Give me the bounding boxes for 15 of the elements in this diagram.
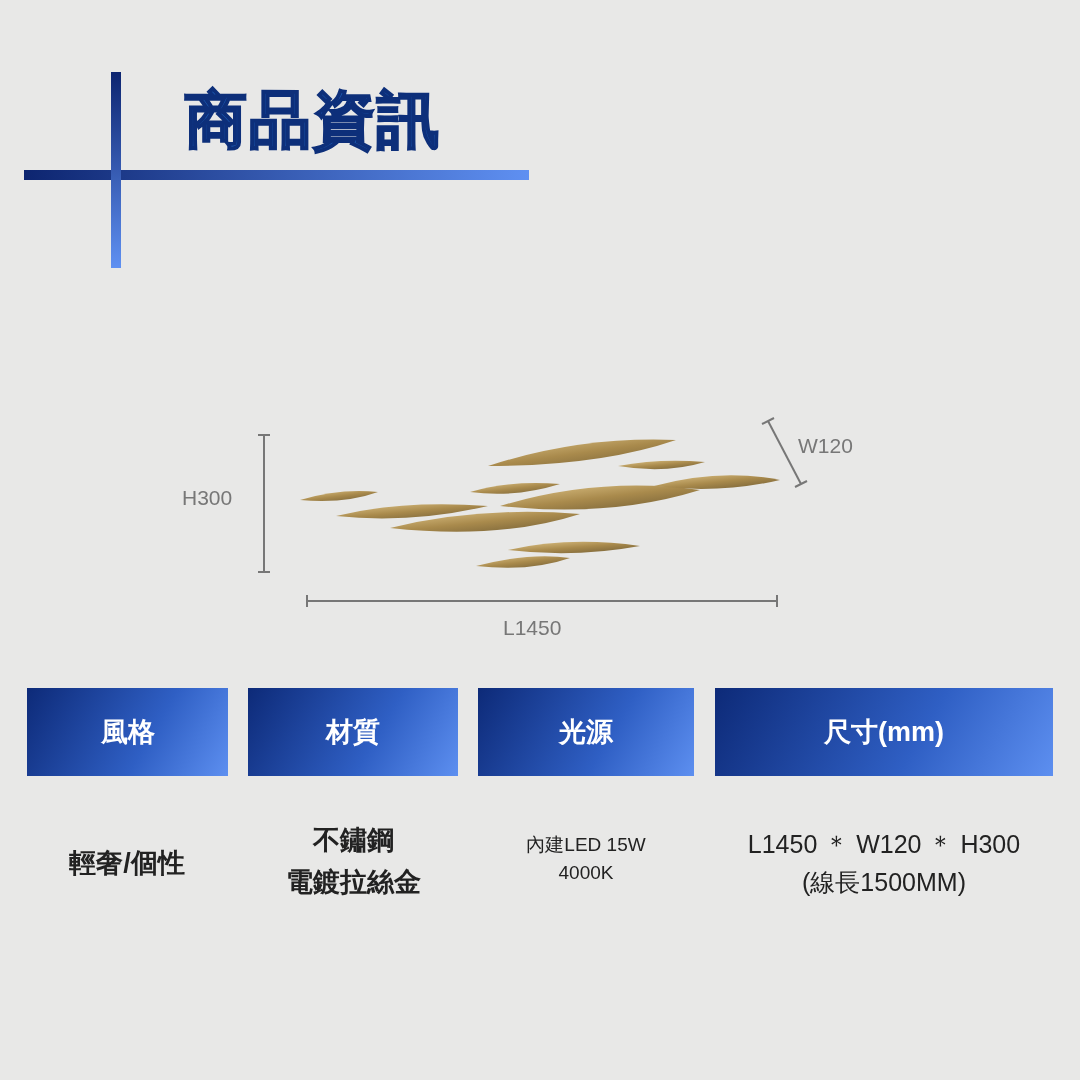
dimension-label: L1450 [503,616,562,640]
dimension-label: H300 [182,486,233,510]
column-header: 尺寸(mm) [715,688,1053,776]
column-header: 風格 [27,688,228,776]
spec-value: 4000K [558,862,614,884]
column-header: 材質 [248,688,458,776]
spec-value: 內建LED 15W [526,833,646,857]
spec-value: 電鍍拉絲金 [285,866,421,899]
spec-value: 輕奢/個性 [69,847,185,880]
spec-value: L1450 ＊ W120 ＊ H300 [747,829,1021,860]
page-title: 商品資訊 [185,82,441,158]
column-header: 光源 [478,688,694,776]
dimension-label: W120 [798,434,853,458]
spec-value: (線長1500MM) [802,867,966,898]
spec-value: 不鏽鋼 [312,824,394,857]
